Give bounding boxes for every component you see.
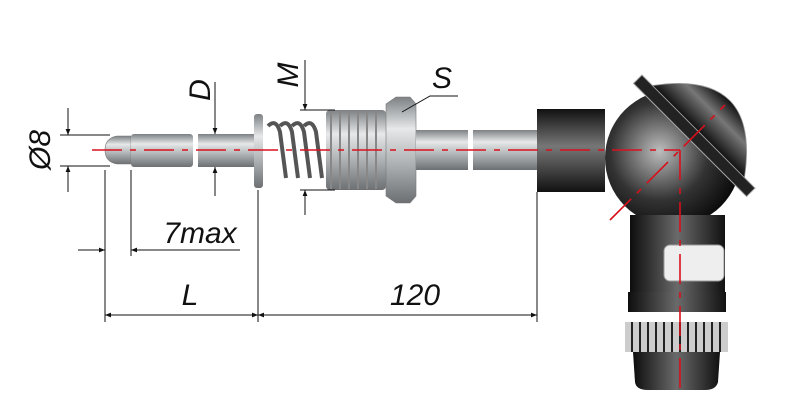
length-label: L xyxy=(182,279,199,312)
gland-cap xyxy=(633,352,720,390)
s-label: S xyxy=(432,62,452,95)
fixed-length-label: 120 xyxy=(390,279,440,312)
flange xyxy=(254,114,263,188)
spring xyxy=(266,121,324,179)
label-plate xyxy=(663,244,725,282)
gland-nut xyxy=(628,292,726,312)
d-label: D xyxy=(184,79,217,101)
gland-knurl xyxy=(625,322,728,352)
m-label: M xyxy=(272,63,305,88)
tip-length-label: 7max xyxy=(163,217,237,250)
hex-nut-S xyxy=(385,96,417,204)
centerlines xyxy=(92,104,726,395)
dimensions: Ø8 D M S 7max L 120 xyxy=(24,60,538,322)
connection-head xyxy=(537,74,756,390)
diameter-label: Ø8 xyxy=(24,130,57,171)
